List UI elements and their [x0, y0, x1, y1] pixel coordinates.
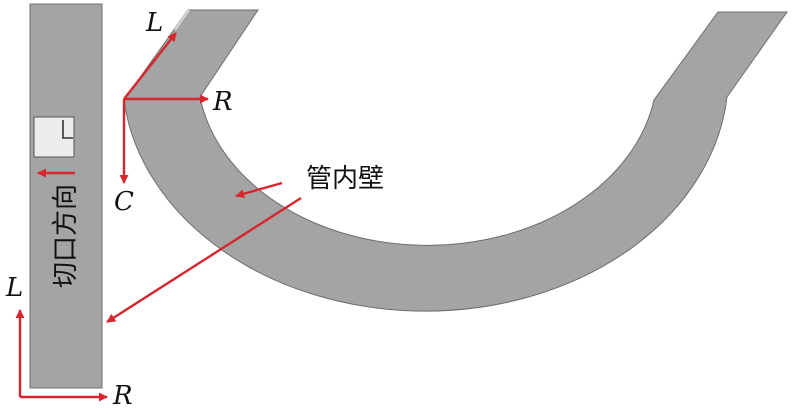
- notch-mark: [62, 120, 73, 139]
- pipe-radial-label: R: [212, 87, 233, 117]
- pipe-u-segment: [123, 9, 788, 312]
- pipe-length-label: L: [145, 8, 163, 38]
- pipe-circumferential-label: C: [114, 187, 134, 217]
- pipe-length-axis: [123, 32, 177, 100]
- cut-direction-label: 切口方向: [51, 184, 81, 288]
- pipe-edge-highlight: [174, 9, 190, 31]
- strip-radial-label: R: [112, 381, 133, 411]
- strip-length-label: L: [5, 273, 23, 303]
- inner-wall-arrow-strip: [106, 196, 302, 324]
- inner-wall-arrow-pipe: [235, 181, 283, 199]
- specimen-strip: [29, 3, 103, 389]
- notch-window: [33, 116, 75, 158]
- inner-wall-label: 管内壁: [306, 164, 384, 194]
